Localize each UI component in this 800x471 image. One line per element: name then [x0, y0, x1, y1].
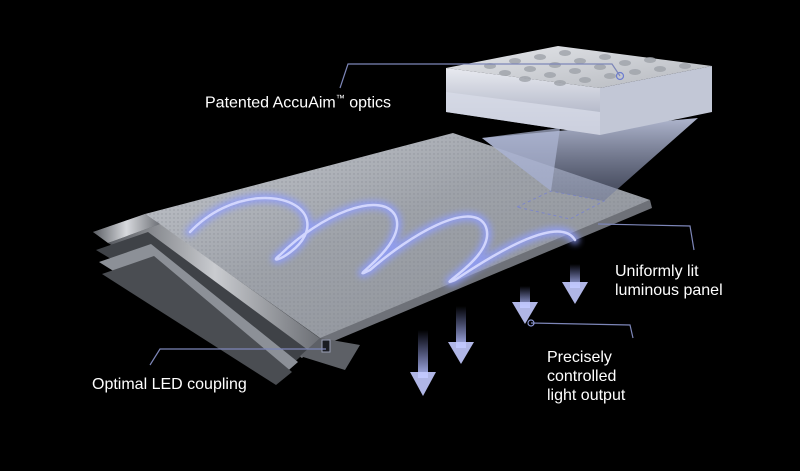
callout-led-coupling: Optimal LED coupling: [92, 376, 247, 393]
luminous-panel: [145, 133, 650, 338]
light-arrow: [448, 306, 474, 364]
callout-leaders: [149, 63, 695, 366]
light-arrow: [562, 264, 588, 304]
leader-led: [149, 348, 326, 366]
led-chip: [321, 339, 331, 353]
light-arrow: [512, 286, 538, 324]
leader-optics: [339, 63, 621, 89]
light-output-arrows: [410, 264, 588, 396]
light-arrow: [410, 330, 436, 396]
callout-light-output: Precisely controlled light output: [547, 349, 626, 404]
accuaim-optics-cube: [446, 46, 712, 201]
leader-panel: [597, 223, 695, 251]
callout-luminous-panel: Uniformly lit luminous panel: [615, 263, 723, 299]
callout-accuaim-optics: Patented AccuAim™ optics: [205, 93, 391, 112]
leader-output-dot: [527, 319, 535, 327]
led-coupling-rail: [93, 214, 360, 385]
leader-output: [530, 322, 634, 339]
